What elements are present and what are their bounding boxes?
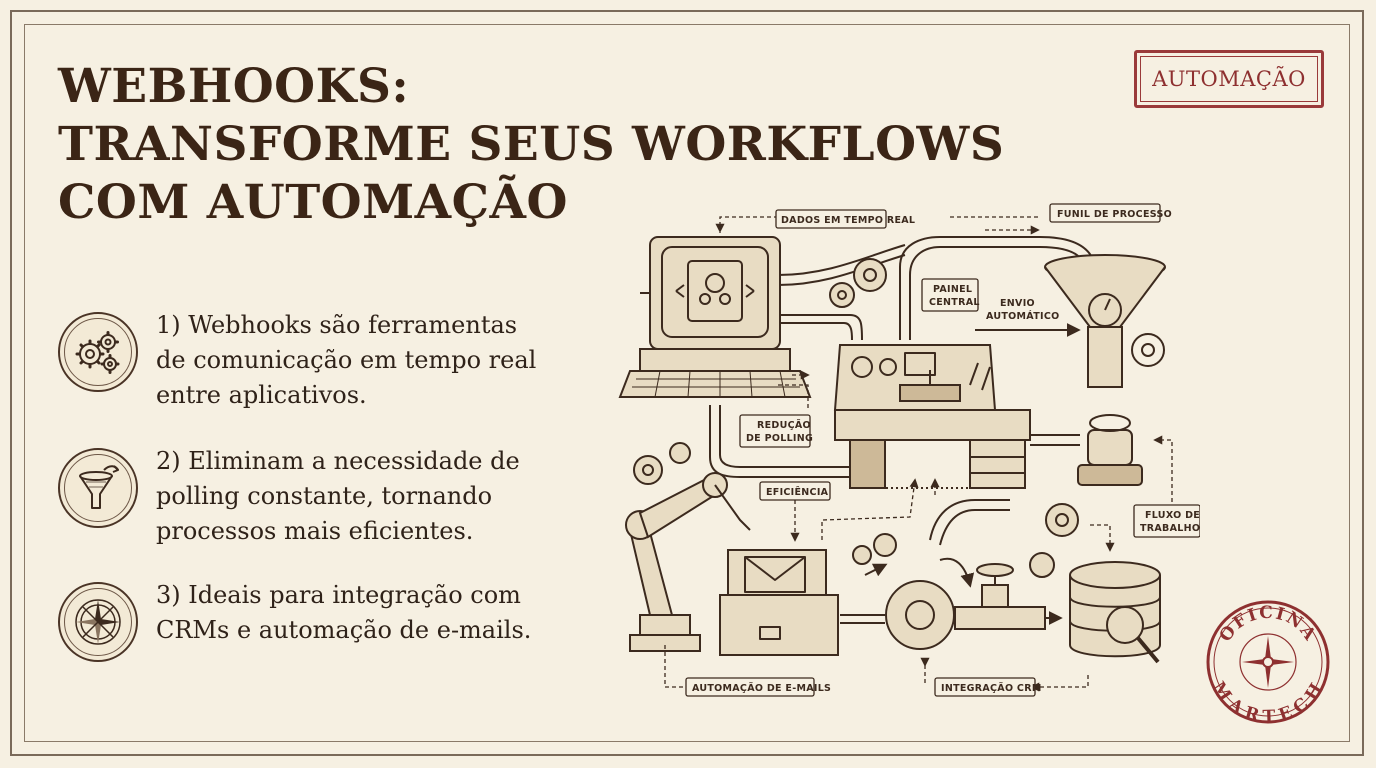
point-1-text: 1) Webhooks são ferramentas de comunicaç… [156,308,616,413]
label-fluxo-trabalho: FLUXO DE TRABALHO [1133,504,1200,538]
compass-icon [58,582,138,662]
svg-text:FUNIL DE PROCESSO: FUNIL DE PROCESSO [1057,209,1172,220]
label-automacao-emails: AUTOMAÇÃO DE E-MAILS [685,677,831,697]
page-title: WEBHOOKS: TRANSFORME SEUS WORKFLOWS COM … [58,58,1038,232]
svg-text:CENTRAL: CENTRAL [929,297,980,308]
label-painel-central: PAINEL CENTRAL [921,278,980,312]
stamp-label: AUTOMAÇÃO [1152,67,1306,91]
label-funil-processo: FUNIL DE PROCESSO [1049,203,1172,223]
point-1-line-1: 1) Webhooks são ferramentas [156,311,518,339]
label-reducao-polling: REDUÇÃO DE POLLING [739,414,813,448]
svg-text:AUTOMÁTICO: AUTOMÁTICO [986,310,1059,322]
svg-text:FLUXO DE: FLUXO DE [1145,510,1200,521]
point-3: 3) Ideais para integração com CRMs e aut… [58,581,618,668]
funnel-drawing [1044,254,1166,486]
point-2-text: 2) Eliminam a necessidade de polling con… [156,444,616,549]
svg-text:INTEGRAÇÃO CRM: INTEGRAÇÃO CRM [941,683,1042,694]
compass-rose-icon [1242,636,1294,688]
svg-text:ENVIO: ENVIO [1000,298,1035,309]
oficina-martech-seal: OFICINA MARTECH [1206,600,1330,726]
svg-text:EFICIÊNCIA: EFICIÊNCIA [766,486,829,498]
point-2: 2) Eliminam a necessidade de polling con… [58,447,618,545]
title-line-3: COM AUTOMAÇÃO [58,175,568,230]
point-2-line-1: 2) Eliminam a necessidade de [156,447,520,475]
gears-drawing [633,258,1079,650]
point-3-line-1: 3) Ideais para integração com [156,581,521,609]
outer-frame [10,10,1364,756]
automacao-stamp: AUTOMAÇÃO [1134,50,1324,108]
title-line-2: TRANSFORME SEUS WORKFLOWS [58,117,1005,172]
svg-text:AUTOMAÇÃO DE E-MAILS: AUTOMAÇÃO DE E-MAILS [692,683,831,694]
point-3-line-2: CRMs e automação de e-mails. [156,616,532,644]
point-3-text: 3) Ideais para integração com CRMs e aut… [156,578,616,648]
inner-frame [24,24,1350,742]
label-envio-automatico: ENVIO AUTOMÁTICO [986,298,1059,322]
point-2-line-3: processos mais eficientes. [156,517,474,545]
svg-text:REDUÇÃO: REDUÇÃO [757,420,811,431]
point-1-line-3: entre aplicativos. [156,381,367,409]
valve-drawing [954,563,1046,630]
robot-arm-drawing [625,472,751,652]
svg-text:DE POLLING: DE POLLING [746,433,813,444]
funnel-icon [58,448,138,528]
computer-drawing [618,236,812,398]
control-panel-drawing [833,344,1031,489]
database-drawing [1069,561,1161,664]
mail-machine-drawing [719,549,839,656]
title-line-1: WEBHOOKS: [58,59,410,114]
label-eficiencia: EFICIÊNCIA [759,481,831,501]
label-dados-tempo-real: DADOS EM TEMPO REAL [775,209,915,229]
webhook-machine-illustration: DADOS EM TEMPO REAL FUNIL DE PROCESSO PA… [618,203,1200,697]
svg-text:PAINEL: PAINEL [933,284,972,295]
label-integracao-crm: INTEGRAÇÃO CRM [934,677,1042,697]
point-1: 1) Webhooks são ferramentas de comunicaç… [58,311,618,409]
flow-arrows [664,216,1173,692]
svg-text:DADOS EM TEMPO REAL: DADOS EM TEMPO REAL [781,215,915,226]
point-2-line-2: polling constante, tornando [156,482,493,510]
svg-text:TRABALHO: TRABALHO [1140,523,1200,534]
gears-icon [58,312,138,392]
point-1-line-2: de comunicação em tempo real [156,346,537,374]
